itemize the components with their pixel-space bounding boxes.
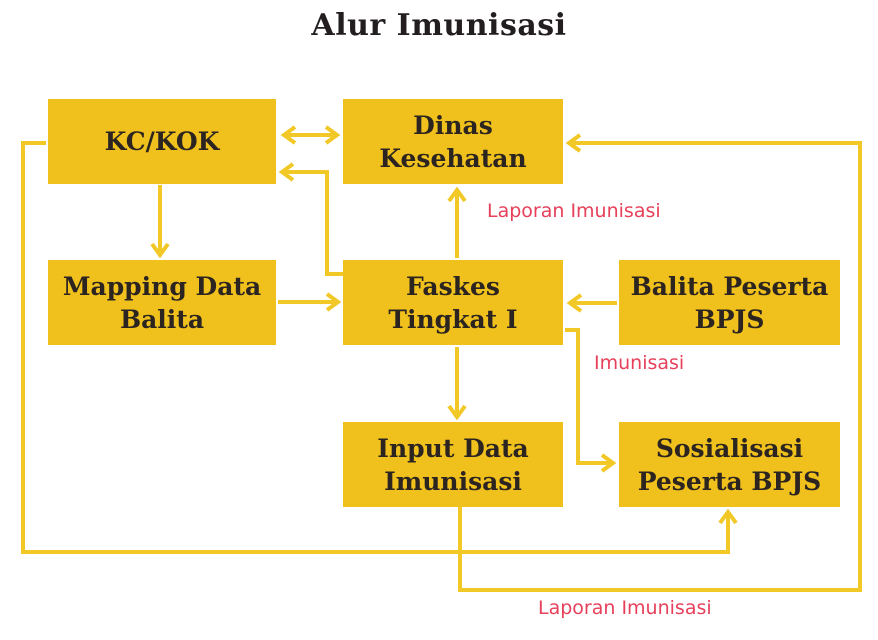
node-mapping-data-balita: Mapping Data Balita: [48, 260, 276, 345]
edge-faskes-to-sosialisasi-imunisasi: [565, 328, 617, 473]
node-label-line: KC/KOK: [104, 127, 220, 156]
node-balita-peserta-bpjs: Balita Peserta BPJS: [619, 260, 840, 345]
node-label-line: BPJS: [694, 304, 765, 334]
node-kc-kok: KC/KOK: [48, 99, 276, 184]
node-faskes-tingkat-1: Faskes Tingkat I: [343, 260, 563, 345]
diagram-title: Alur Imunisasi: [311, 8, 567, 43]
node-label-line: Imunisasi: [384, 466, 522, 496]
node-label-line: Tingkat I: [388, 304, 518, 334]
node-label-line: Dinas: [413, 110, 493, 140]
edge-kc-kok-to-sosialisasi-loop: [21, 141, 738, 554]
node-input-data-imunisasi: Input Data Imunisasi: [343, 422, 563, 507]
edge-label-laporan-imunisasi-bottom: Laporan Imunisasi: [538, 597, 712, 619]
node-label-line: Input Data: [377, 433, 529, 463]
edge-label-laporan-imunisasi-top: Laporan Imunisasi: [487, 200, 661, 222]
node-label-line: Kesehatan: [379, 143, 527, 173]
edge-label-imunisasi: Imunisasi: [594, 352, 685, 374]
node-label-line: Mapping Data: [62, 271, 262, 301]
node-label-line: Balita Peserta: [630, 271, 829, 301]
edge-input-to-dinas-laporan-loop: [458, 133, 862, 592]
node-dinas-kesehatan: Dinas Kesehatan: [343, 99, 563, 184]
node-label-line: Faskes: [406, 271, 500, 301]
node-label-line: Balita: [119, 304, 205, 334]
node-label-line: Sosialisasi: [655, 433, 804, 463]
edge-faskes-to-kc-kok: [278, 162, 343, 276]
node-label-line: Peserta BPJS: [637, 466, 822, 496]
node-sosialisasi-peserta-bpjs: Sosialisasi Peserta BPJS: [619, 422, 840, 507]
